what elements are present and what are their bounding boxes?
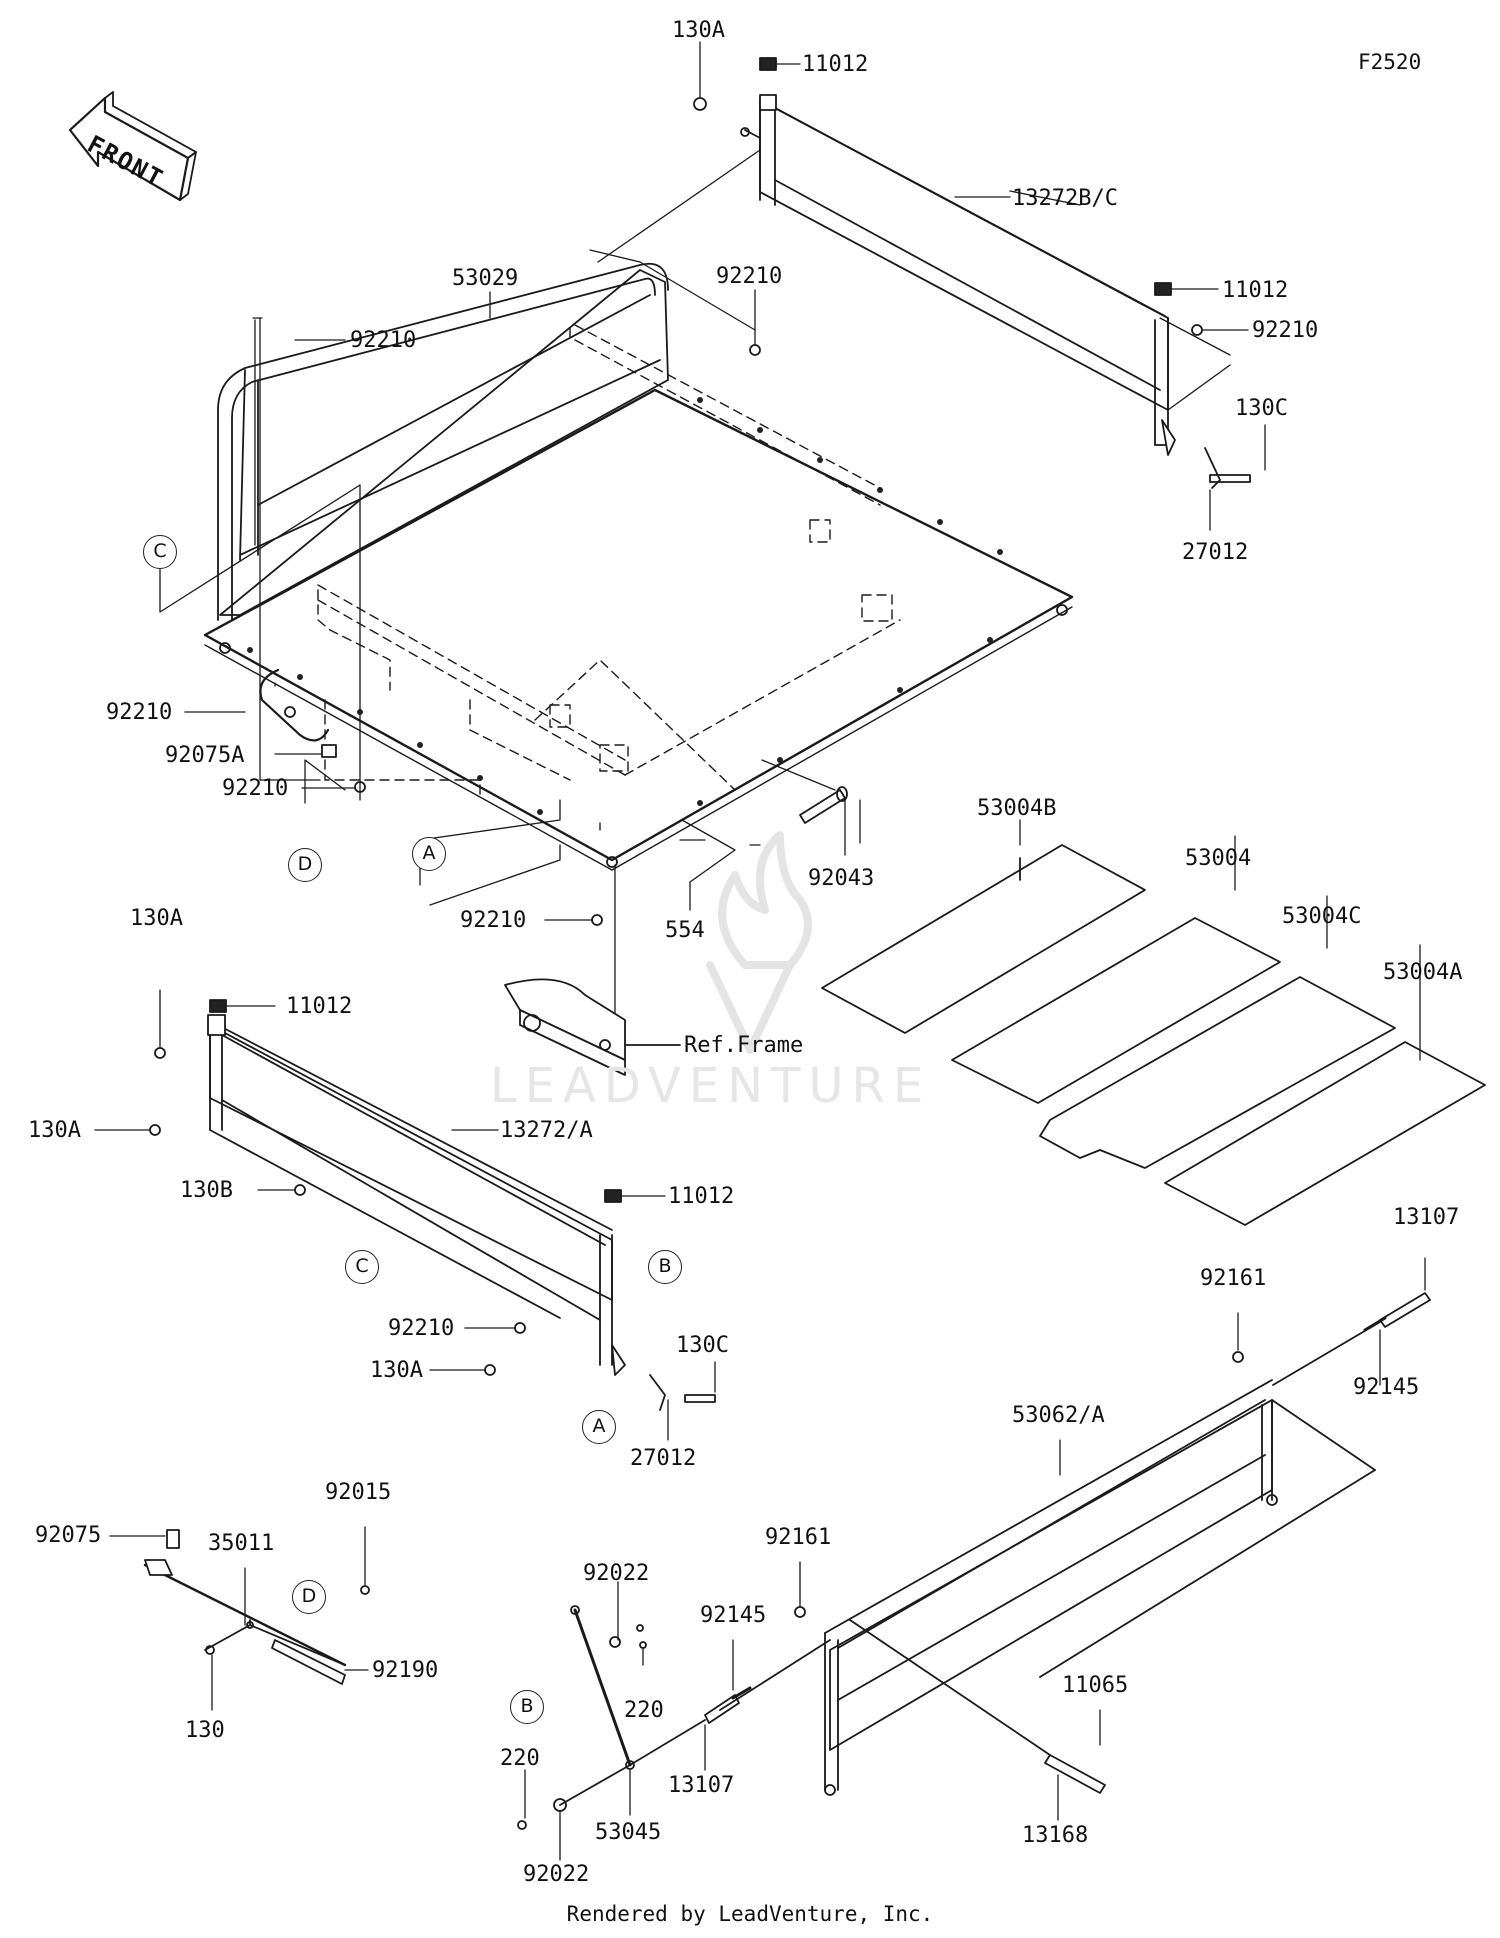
label-27012-top: 27012 xyxy=(1182,540,1249,565)
label-92210-side: 92210 xyxy=(388,1316,455,1341)
label-11012-mid: 11012 xyxy=(286,994,353,1019)
label-53004a: 53004A xyxy=(1383,960,1463,985)
label-554: 554 xyxy=(665,918,705,943)
watermark-flame-icon xyxy=(706,831,812,1054)
label-92161-mid: 92161 xyxy=(765,1525,832,1550)
rear-panel-13272bc xyxy=(740,94,1176,456)
side-panel-13272a xyxy=(207,1014,626,1376)
label-92161-right: 92161 xyxy=(1200,1266,1267,1291)
pin-92043 xyxy=(799,786,848,824)
cargo-bed-53029 xyxy=(203,262,1074,871)
diagram-code: F2520 xyxy=(1358,50,1422,74)
label-130a-low: 130A xyxy=(370,1358,423,1383)
label-53004c: 53004C xyxy=(1282,904,1362,929)
footer-credit: Rendered by LeadVenture, Inc. xyxy=(566,1902,934,1926)
link-53045 xyxy=(517,1605,706,1830)
label-53004: 53004 xyxy=(1185,846,1252,871)
callout-a-top: A xyxy=(412,837,446,871)
label-92043: 92043 xyxy=(808,866,875,891)
label-53062a: 53062/A xyxy=(1012,1403,1105,1428)
label-11012-right: 11012 xyxy=(1222,278,1289,303)
label-53004b: 53004B xyxy=(977,796,1057,821)
floor-mats xyxy=(821,844,1486,1226)
label-130a-mid: 130A xyxy=(130,906,183,931)
label-27012-low: 27012 xyxy=(630,1446,697,1471)
callout-b-mid: B xyxy=(648,1250,682,1284)
label-92210-top: 92210 xyxy=(716,264,783,289)
label-35011: 35011 xyxy=(208,1531,275,1556)
label-11065: 11065 xyxy=(1062,1673,1129,1698)
label-130c-low: 130C xyxy=(676,1333,729,1358)
callout-d-low: D xyxy=(292,1580,326,1614)
label-13107-mid: 13107 xyxy=(668,1773,735,1798)
label-92022-top: 92022 xyxy=(583,1561,650,1586)
label-92022-bottom: 92022 xyxy=(523,1862,590,1887)
label-92190: 92190 xyxy=(372,1658,439,1683)
label-11012-top: 11012 xyxy=(802,52,869,77)
pin-13107-right xyxy=(1272,1292,1431,1386)
label-92210-lower2: 92210 xyxy=(222,776,289,801)
label-13272bc: 13272B/C xyxy=(1012,186,1118,211)
label-130a-top: 130A xyxy=(672,18,725,43)
label-leaders xyxy=(94,41,1426,1861)
watermark: LEADVENTURE xyxy=(490,1058,932,1114)
label-130: 130 xyxy=(185,1718,225,1743)
label-130a-side: 130A xyxy=(28,1118,81,1143)
pin-13107-mid xyxy=(704,1619,1106,1794)
label-13107-right: 13107 xyxy=(1393,1205,1460,1230)
label-92210-lower1: 92210 xyxy=(106,700,173,725)
callout-a-mid: A xyxy=(582,1410,616,1444)
callout-c-mid: C xyxy=(345,1250,379,1284)
label-92210-left: 92210 xyxy=(350,328,417,353)
label-92210-right: 92210 xyxy=(1252,318,1319,343)
tailgate-53062a xyxy=(824,1379,1376,1796)
label-92145-right: 92145 xyxy=(1353,1375,1420,1400)
callout-d-top: D xyxy=(288,848,322,882)
label-53045: 53045 xyxy=(595,1820,662,1845)
label-ref-frame: Ref.Frame xyxy=(684,1033,804,1058)
hidden-cross-members xyxy=(317,324,901,801)
label-130b: 130B xyxy=(180,1178,233,1203)
callout-b-low: B xyxy=(510,1690,544,1724)
label-220-left: 220 xyxy=(500,1746,540,1771)
label-53029: 53029 xyxy=(452,266,519,291)
fasteners xyxy=(149,57,1251,1649)
label-13272a: 13272/A xyxy=(500,1118,593,1143)
label-92210-bottom: 92210 xyxy=(460,908,527,933)
callout-c-top: C xyxy=(143,535,177,569)
label-11012-low: 11012 xyxy=(668,1184,735,1209)
label-220-right: 220 xyxy=(624,1698,664,1723)
label-92145-mid: 92145 xyxy=(700,1603,767,1628)
label-92015: 92015 xyxy=(325,1480,392,1505)
label-92075a: 92075A xyxy=(165,743,245,768)
label-130c-top: 130C xyxy=(1235,396,1288,421)
ref-frame xyxy=(504,978,681,1076)
label-92075: 92075 xyxy=(35,1523,102,1548)
label-13168: 13168 xyxy=(1022,1823,1089,1848)
front-arrow-icon xyxy=(68,91,197,202)
